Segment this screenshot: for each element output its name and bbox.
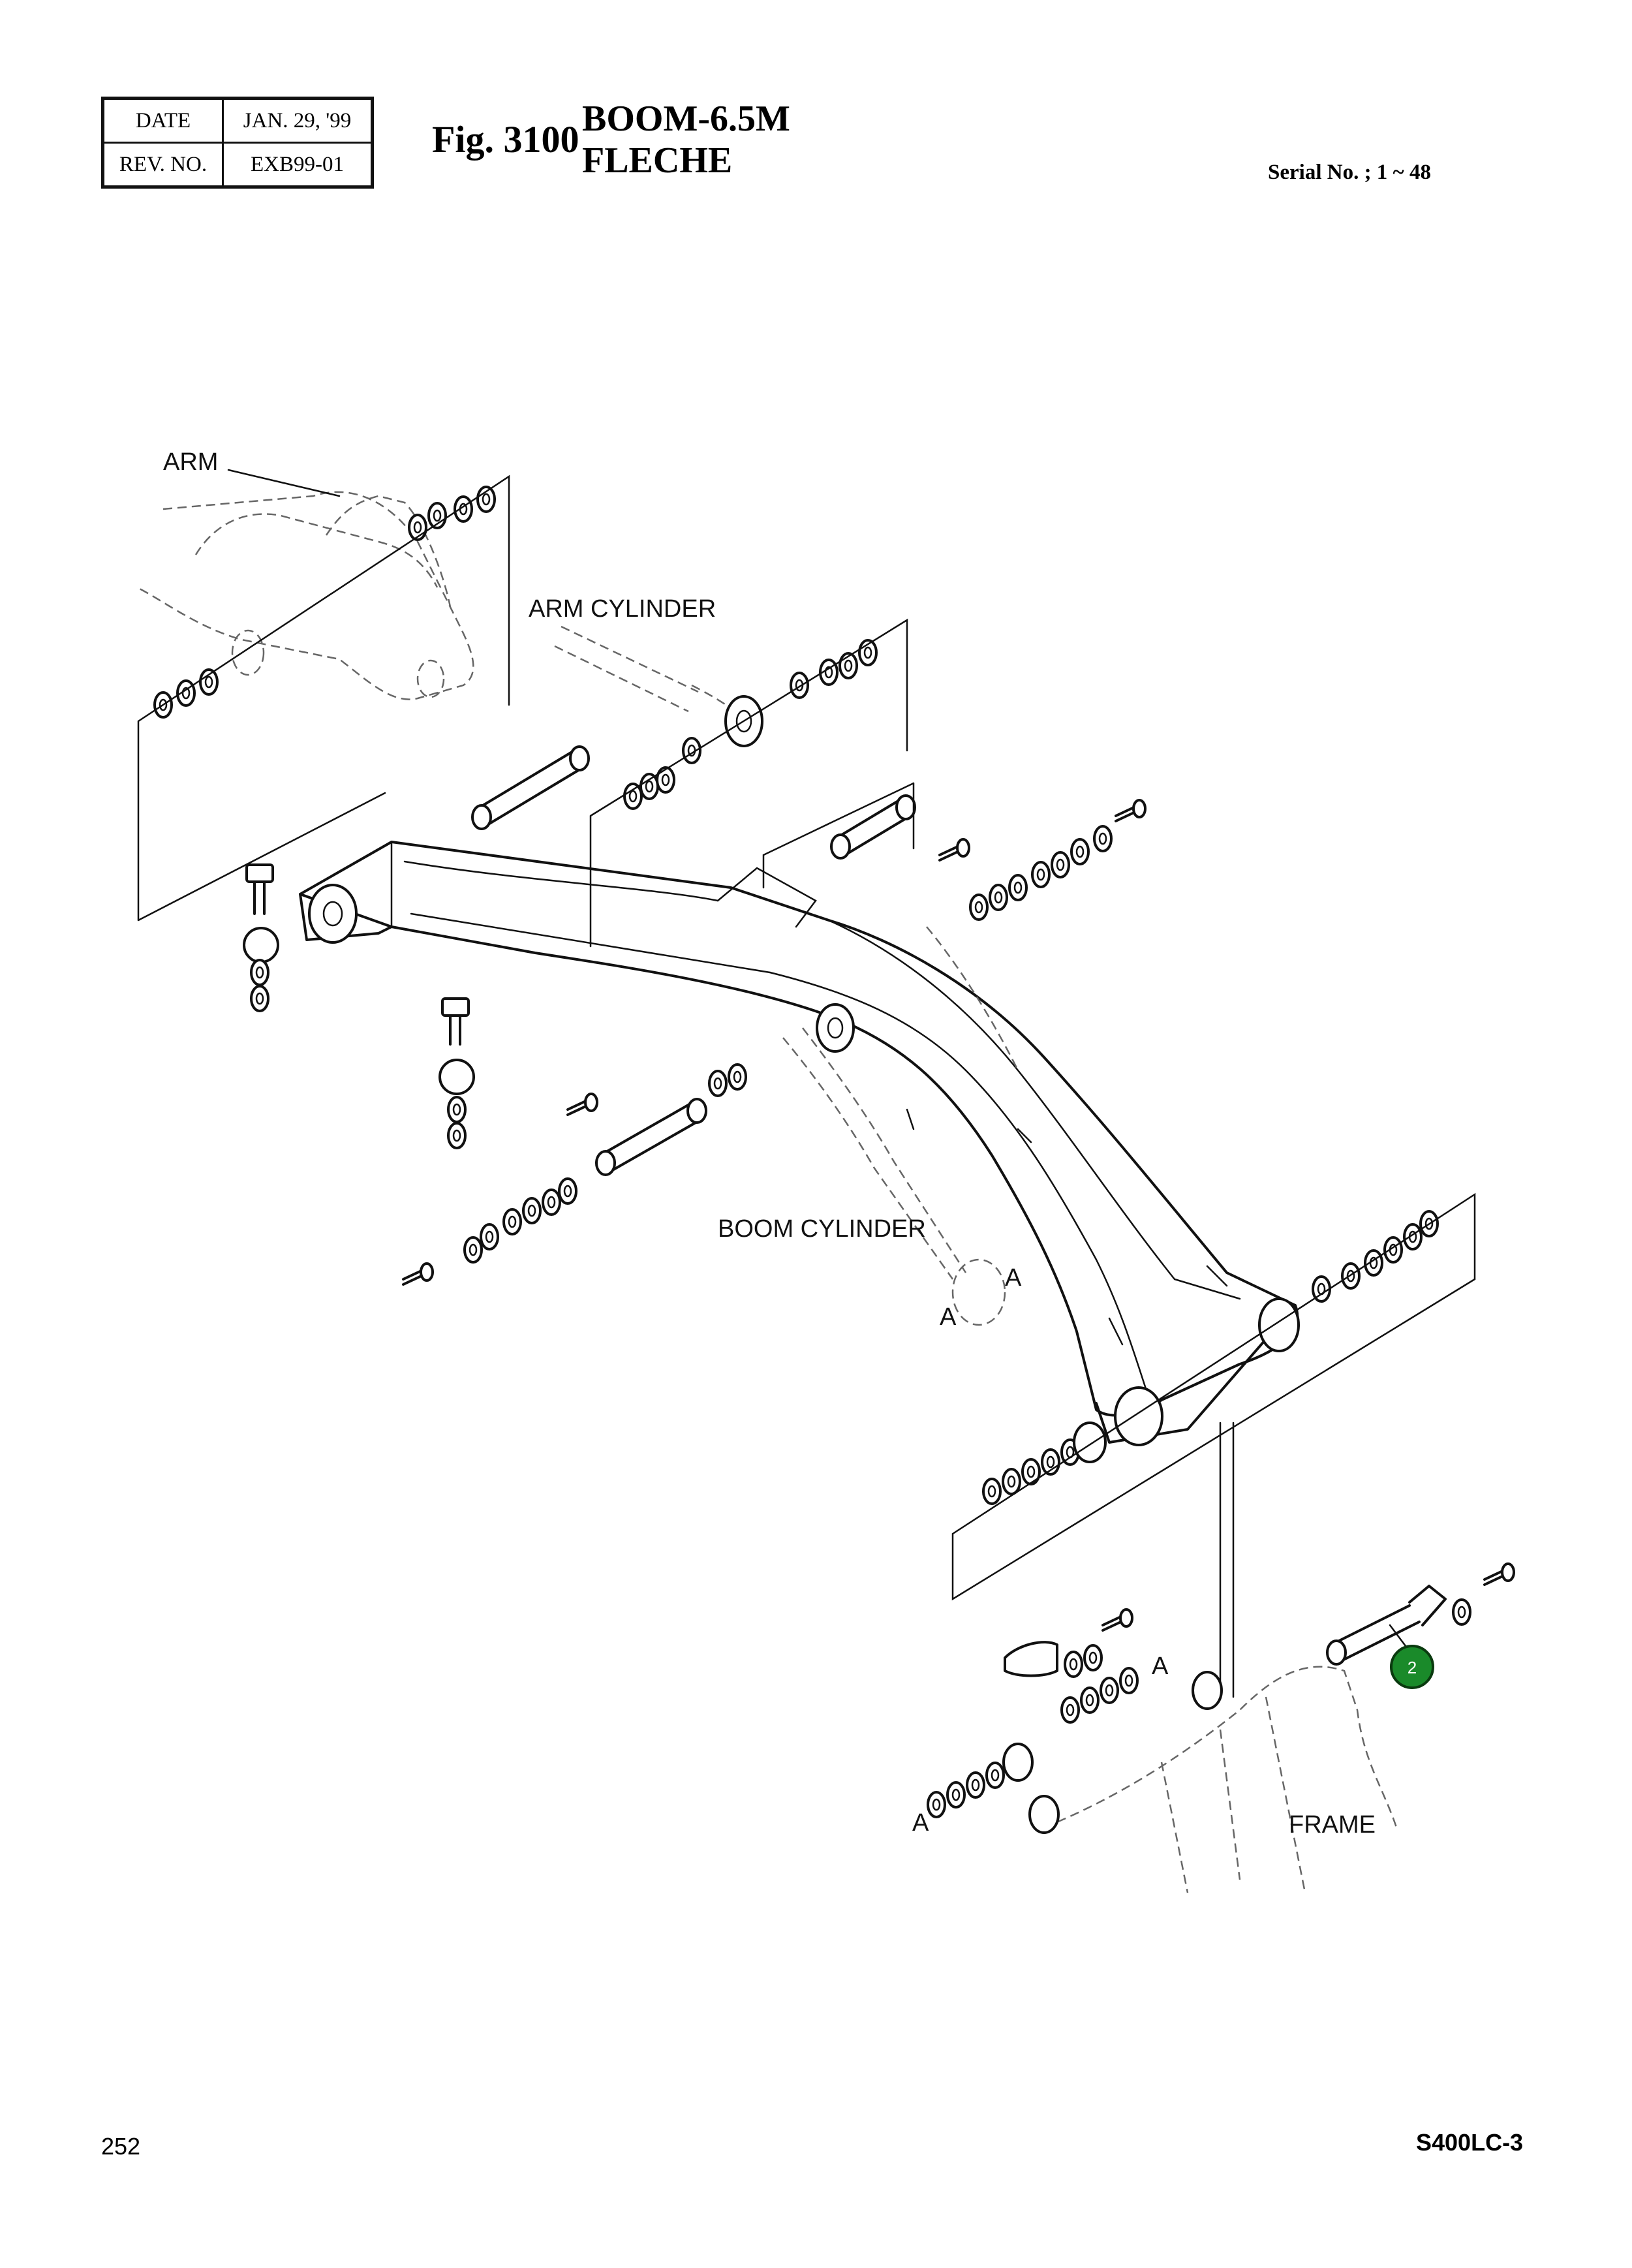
arm-cylinder-pin [830, 794, 916, 860]
arm-cylinder-head-washers [938, 799, 1147, 921]
callout-ref-number: 2 [1408, 1658, 1417, 1677]
connector-a-label: A [1152, 1653, 1169, 1680]
part-callout-2[interactable]: 2 [1390, 1645, 1434, 1689]
bolt-set-left [243, 863, 279, 1012]
frame-label: FRAME [1289, 1811, 1376, 1839]
frame-bracket-lines [951, 1192, 1476, 1698]
figure-subtitle: FLECHE [582, 140, 733, 181]
arm-leader [227, 469, 341, 497]
callout-marker-circle[interactable] [1390, 1645, 1434, 1689]
boom-cylinder-label: BOOM CYLINDER [718, 1215, 926, 1243]
foot-pin-washers-left [982, 1421, 1107, 1505]
figure-number: Fig. 3100 [432, 118, 579, 161]
boom-body [299, 841, 1300, 1446]
arm-outline [136, 491, 474, 700]
connector-a-label: A [940, 1303, 957, 1331]
revision-info-table: DATE JAN. 29, '99 REV. NO. EXB99-01 [101, 97, 374, 189]
page-number: 252 [101, 2133, 141, 2160]
frame-pin-parts [927, 1562, 1515, 1818]
arm-bracket-lines [137, 474, 510, 922]
arm-pin [471, 745, 590, 830]
boom-bracket-lines [762, 782, 915, 889]
date-value: JAN. 29, '99 [222, 97, 373, 144]
model-code: S400LC-3 [1416, 2129, 1524, 2156]
boom-cylinder-outline [782, 926, 1019, 1326]
revision-label: REV. NO. [102, 142, 224, 188]
serial-range: Serial No. ; 1 ~ 48 [1268, 161, 1431, 184]
arm-cylinder-label: ARM CYLINDER [529, 595, 716, 623]
date-label: DATE [102, 97, 224, 144]
boom-cylinder-rod-pin [595, 1098, 707, 1176]
bolt-set-center [439, 997, 475, 1149]
revision-value: EXB99-01 [222, 142, 373, 188]
arm-cylinder-bracket [589, 618, 908, 948]
frame-outline [1028, 1666, 1398, 1893]
arm-label: ARM [163, 448, 218, 476]
date-row: DATE JAN. 29, '99 [102, 97, 373, 144]
connector-a-label: A [912, 1809, 929, 1837]
revision-row: REV. NO. EXB99-01 [102, 142, 373, 188]
connector-a-label: A [1005, 1264, 1022, 1292]
figure-title: BOOM-6.5M [582, 99, 790, 139]
